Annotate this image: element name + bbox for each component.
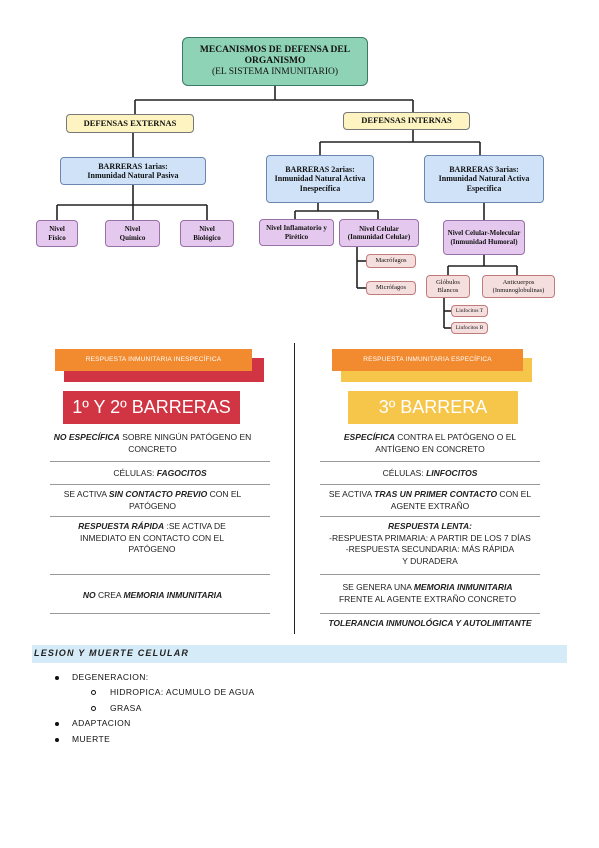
left-row2-bold: FAGOCITOS (156, 468, 207, 478)
right-rule-2 (320, 484, 540, 485)
bullet-icon (55, 676, 59, 680)
left-rule-1 (50, 461, 270, 462)
right-rule-1 (320, 461, 540, 462)
list-item-death: MUERTE (72, 734, 111, 744)
right-row4-line1: -RESPUESTA PRIMARIA: A PARTIR DE LOS 7 D… (329, 532, 531, 543)
map-title-line1: MECANISMOS DE DEFENSA DEL (199, 45, 351, 56)
right-row3-pre: SE ACTIVA (328, 489, 375, 499)
left-row4-bold: RESPUESTA RÁPIDA (78, 521, 165, 531)
column-divider (294, 343, 295, 634)
list-item-hydropic: HIDROPICA: ACUMULO DE AGUA (110, 687, 255, 697)
left-heading: 1º Y 2º BARRERAS (63, 391, 240, 424)
right-row5-pre: SE GENERA UNA (342, 582, 414, 592)
right-row4-line2: -RESPUESTA SECUNDARIA: MÁS RÁPIDA Y DURA… (345, 544, 515, 566)
left-row5-bold1: NO (82, 590, 96, 600)
right-row3-rest: CON EL AGENTE EXTRAÑO (390, 489, 532, 511)
right-row2-pre: CÉLULAS: (382, 468, 427, 478)
b-lymphocytes: Linfocitos B (451, 322, 488, 334)
level-inflammatory: Nivel Inflamatorio y Pirético (259, 219, 334, 246)
right-row4-bold: RESPUESTA LENTA: (388, 521, 472, 531)
right-rule-4 (320, 574, 540, 575)
left-row3-pre: SE ACTIVA (63, 489, 109, 499)
internal-defenses: DEFENSAS INTERNAS (343, 112, 470, 130)
left-row3-bold: SIN CONTACTO PREVIO (108, 489, 208, 499)
barrier-3-sub: Inmunidad Natural Activa Específica (438, 174, 530, 193)
bullet-icon (55, 738, 59, 742)
barrier-2-title: BARRERAS 2arias: (285, 165, 355, 175)
left-row1-rest: SOBRE NINGÚN PATÓGENO EN CONCRETO (119, 432, 252, 454)
level-physical: Nivel Físico (36, 220, 78, 247)
right-row1-rest: CONTRA EL PATÓGENO O EL ANTÍGENO EN CONC… (375, 432, 517, 454)
t-lymphocytes: Linfocitos T (451, 305, 488, 317)
barrier-1-sub: Inmunidad Natural Pasiva (87, 171, 179, 180)
connector-lines (56, 86, 518, 329)
right-banner: RESPUESTA INMUNITARIA ESPECÍFICA (332, 349, 523, 371)
left-rule-5 (50, 613, 270, 614)
left-rule-4 (50, 574, 270, 575)
map-title-line2: ORGANISMO (244, 56, 306, 67)
right-row-cells: CÉLULAS: LINFOCITOS (320, 468, 540, 480)
map-title-line3: (EL SISTEMA INMUNITARIO) (211, 66, 339, 77)
right-row-memory: SE GENERA UNA MEMORIA INMUNITARIA FRENTE… (325, 582, 530, 605)
map-title: MECANISMOS DE DEFENSA DEL ORGANISMO (EL … (182, 37, 368, 86)
left-banner-text: RESPUESTA INMUNITARIA INESPECÍFICA (85, 356, 222, 363)
right-row-speed: RESPUESTA LENTA: -RESPUESTA PRIMARIA: A … (320, 521, 540, 567)
right-row2-bold: LINFOCITOS (426, 468, 478, 478)
right-rule-3 (320, 516, 540, 517)
left-rule-3 (50, 516, 270, 517)
right-row6-bold: TOLERANCIA INMUNOLÓGICA Y AUTOLIMITANTE (328, 618, 532, 628)
list-item-degeneration: DEGENERACION: (72, 672, 149, 682)
right-row-tolerance: TOLERANCIA INMUNOLÓGICA Y AUTOLIMITANTE (315, 618, 545, 630)
barrier-1: BARRERAS 1arias: Inmunidad Natural Pasiv… (60, 157, 206, 185)
level-chemical: Nivel Químico (105, 220, 160, 247)
left-row-activation: SE ACTIVA SIN CONTACTO PREVIO CON EL PAT… (50, 489, 255, 512)
barrier-3: BARRERAS 3arias: Inmunidad Natural Activ… (424, 155, 544, 203)
left-row2-pre: CÉLULAS: (113, 468, 157, 478)
barrier-2: BARRERAS 2arias: Inmunidad Natural Activ… (266, 155, 374, 203)
left-row-cells: CÉLULAS: FAGOCITOS (50, 468, 270, 480)
right-row3-bold: TRAS UN PRIMER CONTACTO (374, 489, 498, 499)
left-row5-mid: CREA (95, 590, 124, 600)
left-row3-rest: CON EL PATÓGENO (129, 489, 242, 511)
left-rule-2 (50, 484, 270, 485)
left-row-speed: RESPUESTA RÁPIDA :SE ACTIVA DE INMEDIATO… (62, 521, 242, 556)
external-defenses: DEFENSAS EXTERNAS (66, 114, 194, 133)
right-row-activation: SE ACTIVA TRAS UN PRIMER CONTACTO CON EL… (320, 489, 540, 512)
barrier-1-title: BARRERAS 1arias: (98, 161, 168, 171)
barrier-2-sub: Inmunidad Natural Activa Inespecífica (274, 174, 366, 193)
level-biological: Nivel Biológico (180, 220, 234, 247)
right-row5-rest: FRENTE AL AGENTE EXTRAÑO CONCRETO (338, 593, 517, 604)
section-heading: LESION Y MUERTE CELULAR (34, 648, 190, 658)
left-row-memory: NO CREA MEMORIA INMUNITARIA (50, 590, 255, 602)
antibodies: Anticuerpos (Inmunoglobulinas) (482, 275, 555, 298)
left-banner: RESPUESTA INMUNITARIA INESPECÍFICA (55, 349, 252, 371)
left-row-specificity: NO ESPECÍFICA SOBRE NINGÚN PATÓGENO EN C… (50, 432, 255, 455)
level-cell-molecular: Nivel Celular-Molecular (Inmunidad Humor… (443, 220, 525, 255)
right-row5-bold: MEMORIA INMUNITARIA (413, 582, 513, 592)
right-row1-bold: ESPECÍFICA (343, 432, 395, 442)
concept-map: MECANISMOS DE DEFENSA DEL ORGANISMO (EL … (0, 0, 599, 340)
right-heading: 3º BARRERA (348, 391, 518, 424)
microphages: Micrófagos (366, 281, 416, 295)
list-item-fat: GRASA (110, 703, 142, 713)
circle-bullet-icon (91, 706, 96, 711)
right-rule-5 (320, 613, 540, 614)
left-row1-bold: NO ESPECÍFICA (53, 432, 120, 442)
left-row4-rest: :SE ACTIVA DE INMEDIATO EN CONTACTO CON … (80, 521, 226, 554)
section-header: LESION Y MUERTE CELULAR (32, 645, 567, 663)
list-item-adaptation: ADAPTACION (72, 718, 131, 728)
right-row-specificity: ESPECÍFICA CONTRA EL PATÓGENO O EL ANTÍG… (335, 432, 525, 455)
right-banner-text: RESPUESTA INMUNITARIA ESPECÍFICA (363, 356, 492, 363)
macrophages: Macrófagos (366, 254, 416, 268)
circle-bullet-icon (91, 690, 96, 695)
level-cellular: Nivel Celular (Inmunidad Celular) (339, 219, 419, 247)
barrier-3-title: BARRERAS 3arias: (449, 165, 519, 175)
left-row5-bold2: MEMORIA INMUNITARIA (123, 590, 223, 600)
bullet-icon (55, 722, 59, 726)
white-blood-cells: Glóbulos Blancos (426, 275, 470, 298)
